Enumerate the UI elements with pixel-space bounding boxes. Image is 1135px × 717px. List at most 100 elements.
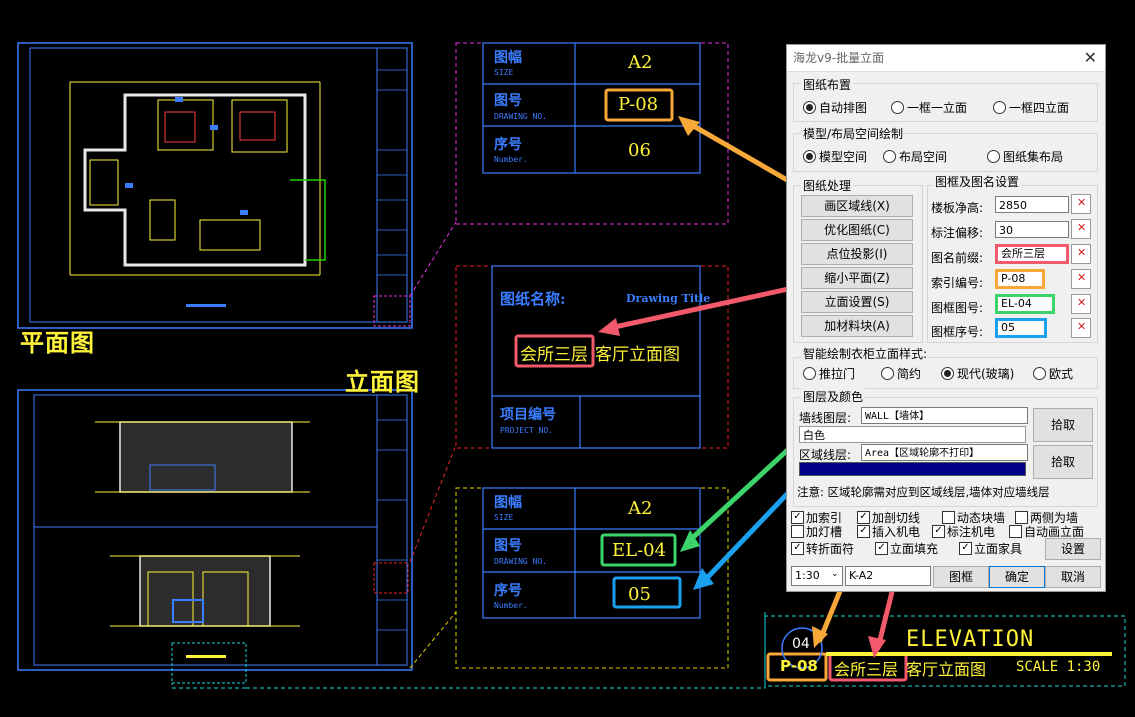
tb2-size-val: A2 <box>628 498 653 519</box>
layer-group <box>793 397 1098 507</box>
tb1-size-en: SIZE <box>494 68 514 77</box>
pick-area-button[interactable]: 拾取 <box>1033 445 1093 479</box>
radio-modern-glass[interactable]: 现代(玻璃) <box>941 365 1014 382</box>
field-label-frame-seq: 图框序号: <box>931 325 984 339</box>
tb2-seq-val: 05 <box>628 584 651 605</box>
shrink-plan-button[interactable]: 缩小平面(Z) <box>801 267 913 289</box>
tb2-seq-en: Number. <box>494 601 528 610</box>
radio-simple[interactable]: 简约 <box>881 365 921 382</box>
wardrobe-style-group <box>793 357 1098 389</box>
tb1-size-val: A2 <box>628 52 653 73</box>
check-mark-mep[interactable]: ✓标注机电 <box>932 523 995 540</box>
layout-group <box>793 83 1098 122</box>
elev-tag-suffix: 客厅立面图 <box>906 660 987 679</box>
pick-icon[interactable] <box>1071 219 1091 239</box>
check-section-line[interactable]: ✓加剖切线 <box>857 509 920 526</box>
elevation-sheet <box>17 389 413 684</box>
wall-layer-field[interactable]: WALL【墙体】 <box>861 407 1028 424</box>
cancel-button[interactable]: 取消 <box>1045 566 1101 588</box>
layer-group-label: 图层及颜色 <box>801 388 866 405</box>
check-insert-mep[interactable]: ✓插入机电 <box>857 523 920 540</box>
frame-button[interactable]: 图框 <box>933 566 989 588</box>
tb1-seq-val: 06 <box>628 140 651 161</box>
radio-layout-space[interactable]: 布局空间 <box>883 148 947 165</box>
wall-layer-label: 墙线图层: <box>799 411 852 425</box>
radio-auto-layout[interactable]: 自动排图 <box>803 99 867 116</box>
field-label-frame-no: 图框图号: <box>931 301 984 315</box>
field-prefix[interactable]: 会所三层 <box>995 244 1069 264</box>
field-frame-seq[interactable]: 05 <box>995 318 1047 338</box>
radio-model-space[interactable]: 模型空间 <box>803 148 867 165</box>
tb1-no-en: DRAWING NO. <box>494 112 547 121</box>
layout-group-label: 图纸布置 <box>801 76 854 93</box>
check-add-index[interactable]: ✓加索引 <box>791 509 842 526</box>
radio-one-per-frame[interactable]: 一框一立面 <box>891 99 967 116</box>
wardrobe-style-label: 智能绘制衣柜立面样式: <box>801 345 930 362</box>
field-label-offset: 标注偏移: <box>931 226 984 240</box>
dialog-title: 海龙v9-批量立面 <box>787 45 1105 72</box>
check-elev-fill[interactable]: ✓立面填充 <box>875 540 938 557</box>
point-projection-button[interactable]: 点位投影(I) <box>801 243 913 265</box>
check-elev-furniture[interactable]: ✓立面家具 <box>959 540 1022 557</box>
tbn-name-en: Drawing Title <box>626 292 711 305</box>
tb2-no-en: DRAWING NO. <box>494 557 547 566</box>
pick-icon[interactable] <box>1071 194 1091 214</box>
radio-european[interactable]: 欧式 <box>1033 365 1073 382</box>
frame-select[interactable]: K-A2 <box>845 566 931 586</box>
elev-tag-num: 04 <box>792 636 810 652</box>
field-label-index: 索引编号: <box>931 276 984 290</box>
settings-button[interactable]: 设置 <box>1045 538 1101 560</box>
radio-sheet-set[interactable]: 图纸集布局 <box>987 148 1063 165</box>
pick-icon[interactable] <box>1071 269 1091 289</box>
tb2-size-en: SIZE <box>494 513 514 522</box>
tbn-proj-en: PROJECT NO. <box>500 426 553 435</box>
field-height[interactable]: 2850 <box>995 196 1069 213</box>
tb1-seq-cn: 序号 <box>494 137 522 153</box>
processing-group-label: 图纸处理 <box>801 177 854 194</box>
pick-icon[interactable] <box>1071 244 1091 264</box>
tbn-suffix: 客厅立面图 <box>595 345 680 365</box>
wall-color-field[interactable]: 白色 <box>799 426 1026 443</box>
elev-tag-ref: P-08 <box>780 657 818 675</box>
elev-tag-prefix: 会所三层 <box>834 660 899 679</box>
tb1-seq-en: Number. <box>494 155 528 164</box>
tb1-no-val: P-08 <box>618 94 659 115</box>
check-dynamic-wall[interactable]: 动态块墙 <box>942 509 1005 526</box>
elevation-label: 立面图 <box>345 368 420 396</box>
pick-icon[interactable] <box>1071 318 1091 338</box>
plan-sheet <box>17 42 413 329</box>
chevron-down-icon[interactable]: ⌄ <box>831 569 839 579</box>
area-layer-field[interactable]: Area【区域轮廓不打印】 <box>861 444 1028 461</box>
tb2-no-cn: 图号 <box>494 538 522 554</box>
add-material-button[interactable]: 加材料块(A) <box>801 315 913 337</box>
scale-select[interactable]: 1:30 <box>791 566 843 586</box>
space-group <box>793 133 1098 172</box>
optimize-button[interactable]: 优化图纸(C) <box>801 219 913 241</box>
tb2-size-cn: 图幅 <box>494 495 522 511</box>
field-frame-no[interactable]: EL-04 <box>995 294 1055 314</box>
elevation-settings-button[interactable]: 立面设置(S) <box>801 291 913 313</box>
pick-wall-button[interactable]: 拾取 <box>1033 408 1093 442</box>
check-turn-symbol[interactable]: ✓转折面符 <box>791 540 854 557</box>
field-label-prefix: 图名前缀: <box>931 251 984 265</box>
tb1-no-cn: 图号 <box>494 93 522 109</box>
close-icon[interactable]: ✕ <box>1083 48 1097 67</box>
ok-button[interactable]: 确定 <box>989 566 1045 588</box>
area-layer-label: 区域线层: <box>799 448 852 462</box>
pick-icon[interactable] <box>1071 294 1091 314</box>
elev-tag-scale: SCALE 1:30 <box>1016 659 1101 675</box>
field-index[interactable]: P-08 <box>995 269 1045 289</box>
tb1-size-cn: 图幅 <box>494 50 522 66</box>
tb2-seq-cn: 序号 <box>494 583 522 599</box>
area-color-field[interactable] <box>799 462 1026 476</box>
check-both-walls[interactable]: 两侧为墙 <box>1015 509 1078 526</box>
draw-area-button[interactable]: 画区域线(X) <box>801 195 913 217</box>
tbn-proj-cn: 项目编号 <box>500 407 556 423</box>
radio-sliding[interactable]: 推拉门 <box>803 365 855 382</box>
layer-note: 注意: 区域轮廓需对应到区域线层,墙体对应墙线层 <box>797 485 1050 499</box>
field-offset[interactable]: 30 <box>995 221 1069 238</box>
check-auto-draw[interactable]: 自动画立面 <box>1009 523 1084 540</box>
processing-group <box>793 185 923 343</box>
radio-four-per-frame[interactable]: 一框四立面 <box>993 99 1069 116</box>
check-light-slot[interactable]: 加灯槽 <box>791 523 842 540</box>
